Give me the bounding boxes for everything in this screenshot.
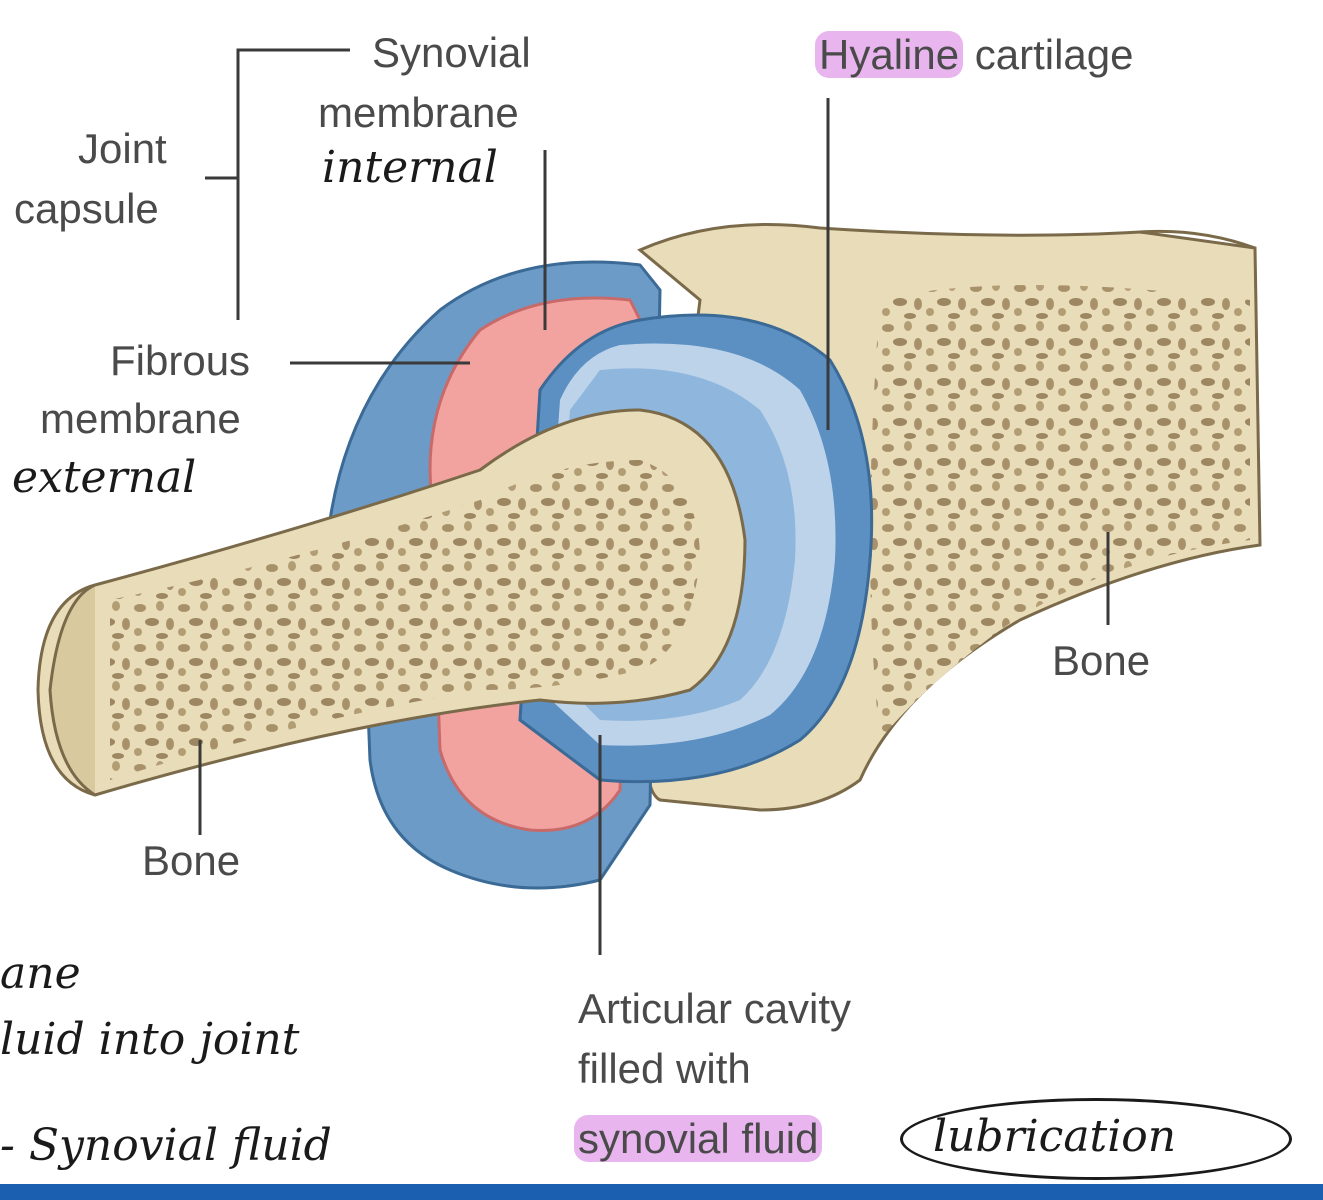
label-synovial-membrane-line1: Synovial — [372, 29, 531, 76]
bottom-bar — [0, 1184, 1323, 1200]
note-lubrication: lubrication — [933, 1111, 1177, 1162]
note-fluid-into-joint: luid into joint — [0, 1014, 300, 1065]
label-articular-cavity-line1: Articular cavity — [578, 985, 852, 1032]
label-joint-capsule-line1: Joint — [78, 125, 167, 172]
lubrication-circle: lubrication — [900, 1098, 1292, 1180]
label-synovial-membrane-line2: membrane — [318, 89, 519, 136]
label-joint-capsule-line2: capsule — [14, 185, 159, 232]
label-hyaline-cartilage: Hyaline cartilage — [815, 26, 1134, 84]
label-bone-left: Bone — [142, 837, 241, 884]
hyaline-highlight: Hyaline — [815, 31, 964, 78]
label-articular-cavity-line3: synovial fluid — [574, 1110, 823, 1168]
label-fibrous-membrane-line1: Fibrous — [110, 337, 251, 384]
label-cartilage-word: cartilage — [963, 31, 1134, 78]
note-external: external — [12, 452, 197, 503]
label-fibrous-membrane-line2: membrane — [40, 395, 241, 442]
note-internal: internal — [322, 142, 498, 193]
synovial-fluid-highlight: synovial fluid — [574, 1115, 823, 1162]
note-ane: ane — [0, 948, 81, 999]
label-articular-cavity-line2: filled with — [578, 1045, 751, 1092]
note-synovial-fluid: - Synovial fluid — [0, 1120, 332, 1171]
label-bone-right: Bone — [1052, 637, 1151, 684]
